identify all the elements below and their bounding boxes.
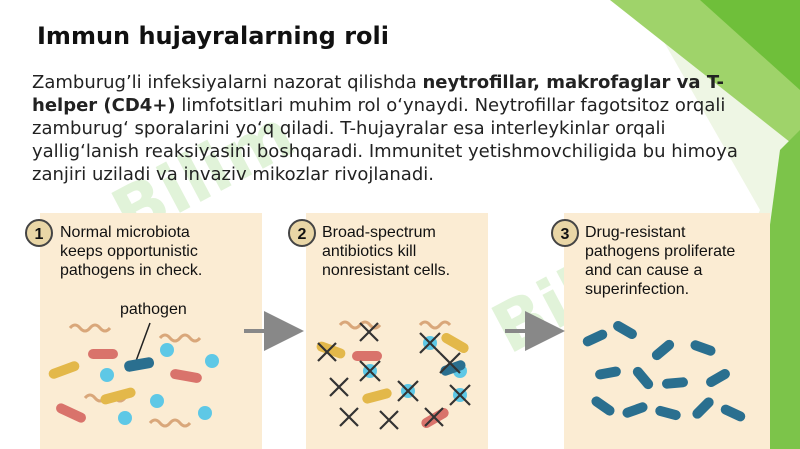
step-text-line: keeps opportunistic: [60, 243, 198, 260]
pathogen-cell: [124, 357, 155, 372]
step-text-line: pathogens proliferate: [585, 243, 736, 260]
pathogen-pointer: [135, 322, 151, 362]
step-text-line: Broad-spectrum: [322, 224, 436, 241]
step-3-text: Drug-resistant pathogens proliferate and…: [585, 223, 735, 299]
paragraph-text: limfotsitlari muhim rol o‘ynaydi. Neytro…: [32, 95, 738, 185]
paragraph-bold-text: neytrofillar, makrofaglar va T-helper (C…: [32, 72, 724, 116]
step-number-1: 1: [25, 219, 53, 247]
microbiota-figure: 1 2 3 Normal microbiota keeps opportunis…: [0, 213, 800, 449]
slide-paragraph: Zamburug’li infeksiyalarni nazorat qilis…: [32, 71, 752, 213]
step-1-text: Normal microbiota keeps opportunistic pa…: [60, 223, 202, 280]
step-text-line: Drug-resistant: [585, 224, 686, 241]
step-2-text: Broad-spectrum antibiotics kill nonresis…: [322, 223, 450, 280]
panel-step-2: [306, 213, 488, 449]
slide-title: Immun hujayralarning roli: [37, 22, 389, 50]
step-number-2: 2: [288, 219, 316, 247]
panel-step-1: [40, 213, 262, 449]
step-text-line: superinfection.: [585, 281, 690, 298]
step-text-line: Normal microbiota: [60, 224, 190, 241]
panel-2-killed-microbes: [316, 320, 471, 430]
bacteria-illustration: [48, 311, 746, 430]
pathogen-label: pathogen: [120, 301, 187, 318]
panel-3-resistant-pathogens: [582, 321, 746, 422]
paragraph-text: Zamburug’li infeksiyalarni nazorat qilis…: [32, 72, 423, 93]
step-text-line: nonresistant cells.: [322, 262, 451, 279]
panel-1-microbes: [48, 323, 219, 428]
step-text-line: and can cause a: [585, 262, 703, 279]
step-number-3: 3: [551, 219, 579, 247]
step-text-line: antibiotics kill: [322, 243, 417, 260]
step-text-line: pathogens in check.: [60, 262, 203, 279]
